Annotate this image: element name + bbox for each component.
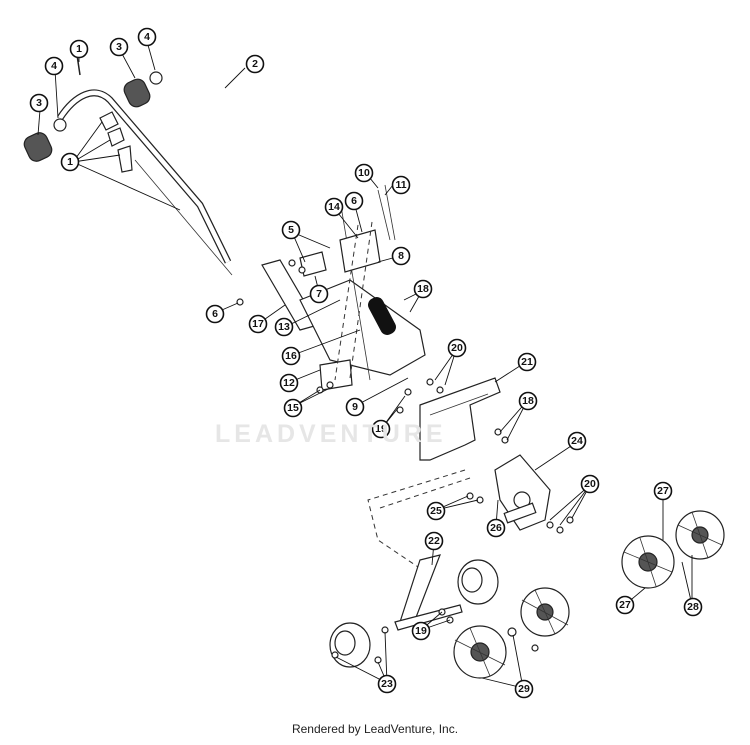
callout[interactable]: 11 — [391, 175, 411, 195]
callout[interactable]: 7 — [309, 284, 329, 304]
svg-text:16: 16 — [285, 350, 297, 362]
callout[interactable]: 10 — [354, 163, 374, 183]
callout[interactable]: 17 — [248, 314, 268, 334]
callout[interactable]: 20 — [580, 474, 600, 494]
svg-text:6: 6 — [212, 308, 218, 320]
callout[interactable]: 28 — [683, 597, 703, 617]
svg-text:20: 20 — [584, 478, 596, 490]
svg-text:12: 12 — [283, 377, 295, 389]
callout[interactable]: 18 — [413, 279, 433, 299]
svg-text:27: 27 — [619, 599, 631, 611]
callout[interactable]: 3 — [29, 93, 49, 113]
callout[interactable]: 24 — [567, 431, 587, 451]
svg-text:4: 4 — [51, 60, 57, 72]
svg-text:19: 19 — [415, 625, 427, 637]
callout[interactable]: 1 — [69, 39, 89, 59]
svg-text:22: 22 — [428, 535, 440, 547]
svg-text:13: 13 — [278, 321, 290, 333]
callout[interactable]: 14 — [324, 197, 344, 217]
svg-text:8: 8 — [398, 250, 404, 262]
svg-text:1: 1 — [76, 43, 82, 55]
handle-grips — [23, 54, 163, 162]
callout[interactable]: 19 — [371, 419, 391, 439]
tine-shield — [419, 377, 501, 461]
callout[interactable]: 25 — [426, 501, 446, 521]
svg-text:3: 3 — [116, 41, 122, 53]
callout[interactable]: 29 — [514, 679, 534, 699]
callout[interactable]: 27 — [653, 481, 673, 501]
callout[interactable]: 3 — [109, 37, 129, 57]
svg-text:7: 7 — [316, 288, 322, 300]
footer-credit: Rendered by LeadVenture, Inc. — [291, 722, 459, 736]
svg-text:4: 4 — [144, 31, 150, 43]
callout[interactable]: 4 — [44, 56, 64, 76]
svg-text:5: 5 — [288, 224, 294, 236]
callout[interactable]: 27 — [615, 595, 635, 615]
svg-text:2: 2 — [252, 58, 258, 70]
callout[interactable]: 18 — [518, 391, 538, 411]
callout[interactable]: 13 — [274, 317, 294, 337]
svg-text:29: 29 — [518, 683, 530, 695]
callout[interactable]: 19 — [411, 621, 431, 641]
callout[interactable]: 22 — [424, 531, 444, 551]
svg-text:19: 19 — [375, 423, 387, 435]
handle-controls — [99, 111, 133, 173]
callout[interactable]: 6 — [205, 304, 225, 324]
svg-text:6: 6 — [351, 195, 357, 207]
svg-text:26: 26 — [490, 522, 502, 534]
callout[interactable]: 1 — [60, 152, 80, 172]
callout[interactable]: 15 — [283, 398, 303, 418]
watermark: LEADVENTURE — [215, 420, 447, 448]
svg-text:21: 21 — [521, 356, 533, 368]
callouts: 1 4 3 2 4 3 1 10 11 6 14 5 8 7 18 6 17 1… — [29, 27, 703, 699]
svg-text:10: 10 — [358, 167, 370, 179]
callout[interactable]: 12 — [279, 373, 299, 393]
handle-bar — [57, 40, 265, 276]
svg-text:20: 20 — [451, 342, 463, 354]
callout[interactable]: 26 — [486, 518, 506, 538]
svg-text:18: 18 — [417, 283, 429, 295]
callout[interactable]: 4 — [137, 27, 157, 47]
svg-text:11: 11 — [395, 179, 406, 191]
callout[interactable]: 16 — [281, 346, 301, 366]
callout[interactable]: 5 — [281, 220, 301, 240]
transport-wheels — [329, 559, 499, 668]
tines — [453, 510, 725, 679]
callout[interactable]: 8 — [391, 246, 411, 266]
svg-text:14: 14 — [328, 201, 340, 213]
svg-text:15: 15 — [287, 402, 299, 414]
svg-text:1: 1 — [67, 156, 73, 168]
svg-text:27: 27 — [657, 485, 669, 497]
svg-text:9: 9 — [352, 401, 358, 413]
callout[interactable]: 9 — [345, 397, 365, 417]
svg-text:17: 17 — [252, 318, 264, 330]
callout[interactable]: 23 — [377, 674, 397, 694]
svg-text:3: 3 — [36, 97, 42, 109]
hardware — [236, 259, 574, 664]
callout[interactable]: 20 — [447, 338, 467, 358]
svg-text:23: 23 — [381, 678, 393, 690]
transmission — [494, 454, 551, 531]
svg-text:28: 28 — [687, 601, 699, 613]
callout[interactable]: 2 — [245, 54, 265, 74]
svg-text:18: 18 — [522, 395, 534, 407]
frame-assembly — [261, 184, 426, 391]
callout[interactable]: 21 — [517, 352, 537, 372]
svg-text:25: 25 — [430, 505, 442, 517]
callout[interactable]: 6 — [344, 191, 364, 211]
svg-text:24: 24 — [571, 435, 583, 447]
